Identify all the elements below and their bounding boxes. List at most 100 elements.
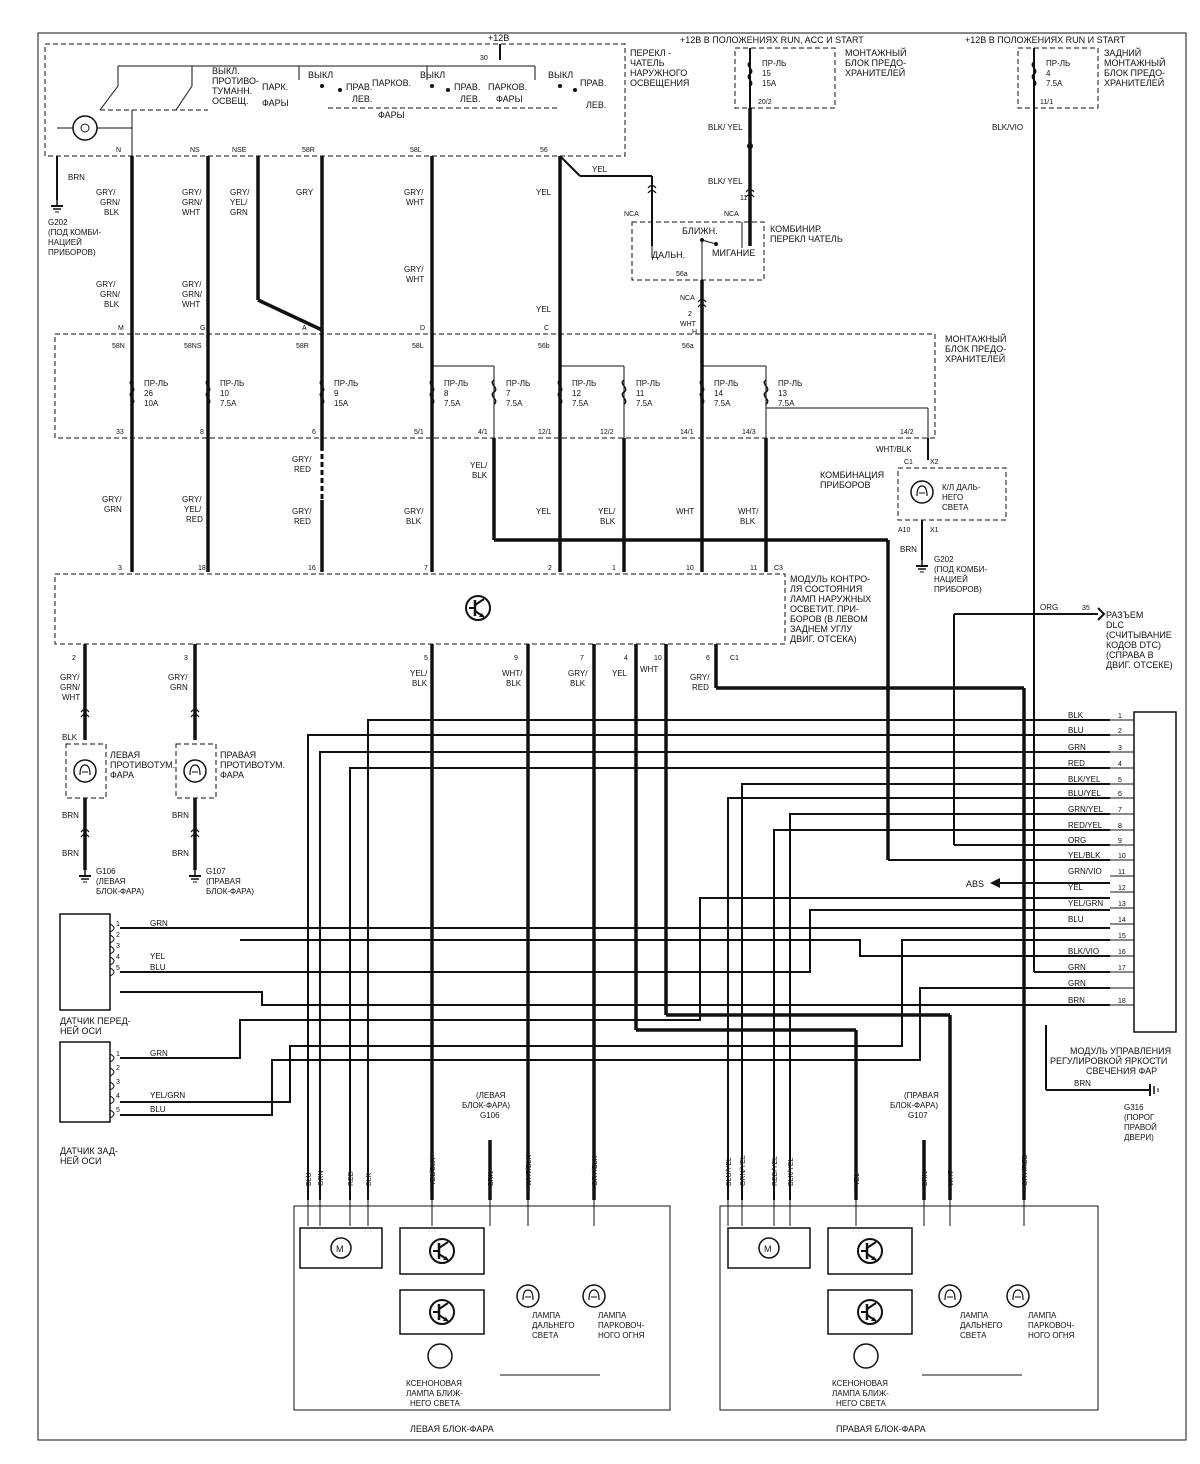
svg-text:ЗАДНИЙ: ЗАДНИЙ xyxy=(1104,47,1141,58)
svg-text:МИГАНИЕ: МИГАНИЕ xyxy=(712,248,755,258)
leveling-pin-number: 4 xyxy=(1118,761,1122,768)
leveling-pin-wire: BLU xyxy=(1068,915,1084,924)
svg-text:GRY/: GRY/ xyxy=(690,673,710,682)
svg-text:WHT: WHT xyxy=(676,507,694,516)
svg-text:10: 10 xyxy=(654,655,662,662)
sensor-pin-number: 5 xyxy=(116,1107,120,1114)
light-switch-title-4: ОСВЕЩЕНИЯ xyxy=(630,78,689,88)
svg-text:2: 2 xyxy=(72,655,76,662)
svg-text:GRY/: GRY/ xyxy=(404,265,424,274)
svg-text:9: 9 xyxy=(334,389,339,398)
sensor-pin-number: 2 xyxy=(116,932,120,939)
svg-text:ВЫКЛ: ВЫКЛ xyxy=(420,70,445,80)
svg-text:СВЕТА: СВЕТА xyxy=(942,503,969,512)
sensor-pin-mark xyxy=(109,1081,115,1091)
svg-text:GRY/: GRY/ xyxy=(404,507,424,516)
leveling-pin-wire: GRN xyxy=(1068,963,1086,972)
svg-text:56b: 56b xyxy=(538,343,550,350)
svg-text:YEL/: YEL/ xyxy=(598,507,616,516)
svg-text:ПРАВОЙ: ПРАВОЙ xyxy=(1124,1123,1157,1132)
svg-text:18: 18 xyxy=(198,565,206,572)
leveling-pin-number: 8 xyxy=(1118,823,1122,830)
svg-text:ДВИГ. ОТСЕКЕ): ДВИГ. ОТСЕКЕ) xyxy=(1106,660,1173,670)
leveling-pin-wire: BLK/VIO xyxy=(1068,947,1099,956)
svg-text:YEL: YEL xyxy=(612,669,628,678)
svg-text:9: 9 xyxy=(514,655,518,662)
svg-text:C1: C1 xyxy=(904,459,913,466)
sensor-pin-number: 1 xyxy=(116,1051,120,1058)
svg-text:RED: RED xyxy=(692,683,709,692)
svg-text:NCA: NCA xyxy=(724,211,739,218)
wire-labels-top: GRY/ GRN/ BLK GRY/ GRN/ WHT GRY/ YEL/ GR… xyxy=(48,165,608,314)
svg-text:10: 10 xyxy=(686,565,694,572)
svg-text:BLK: BLK xyxy=(412,679,428,688)
fog-switch-label-1: ВЫКЛ. xyxy=(212,66,240,76)
sensor-wire-label: GRN xyxy=(150,919,168,928)
leveling-pin-number: 13 xyxy=(1118,901,1126,908)
svg-text:ПРОТИВОТУМ.: ПРОТИВОТУМ. xyxy=(220,760,285,770)
leveling-pin-wire: RED xyxy=(1068,759,1085,768)
svg-text:G: G xyxy=(200,325,205,332)
svg-text:WHT: WHT xyxy=(62,693,80,702)
svg-text:58L: 58L xyxy=(410,147,422,154)
svg-text:СВЕТА: СВЕТА xyxy=(960,1331,987,1340)
svg-text:56a: 56a xyxy=(676,271,688,278)
svg-text:ЛАМПА: ЛАМПА xyxy=(1028,1311,1057,1320)
headlamp-wire-label: RED xyxy=(348,1171,355,1186)
svg-text:15A: 15A xyxy=(334,399,349,408)
svg-text:ДАТЧИК ПЕРЕД-: ДАТЧИК ПЕРЕД- xyxy=(60,1016,131,1026)
headlamp-wire-label: GRY/BLK xyxy=(592,1155,599,1186)
leveling-pin-wire: ORG xyxy=(1068,836,1086,845)
svg-text:ЛЕВ.: ЛЕВ. xyxy=(460,94,480,104)
sensor-wire-label: BLU xyxy=(150,963,166,972)
svg-text:КСЕНОНОВАЯ: КСЕНОНОВАЯ xyxy=(832,1379,888,1388)
svg-text:3: 3 xyxy=(118,565,122,572)
svg-text:GRN/: GRN/ xyxy=(100,290,121,299)
svg-text:GRY/: GRY/ xyxy=(96,188,116,197)
svg-text:ФАРА: ФАРА xyxy=(220,770,244,780)
svg-text:BRN: BRN xyxy=(172,811,189,820)
sensor-pin-number: 4 xyxy=(116,1093,120,1100)
svg-text:МОДУЛЬ УПРАВЛЕНИЯ: МОДУЛЬ УПРАВЛЕНИЯ xyxy=(1070,1046,1171,1056)
leveling-pin-wire: GRN/YEL xyxy=(1068,805,1104,814)
lamp-monitor-module: 3 18 16 7 2 1 10 11 C3 2 3 5 9 7 4 10 6 … xyxy=(54,565,871,662)
svg-text:16: 16 xyxy=(308,565,316,572)
svg-text:X1: X1 xyxy=(930,527,939,534)
svg-text:NCA: NCA xyxy=(624,211,639,218)
svg-text:GRY/: GRY/ xyxy=(182,280,202,289)
svg-text:ПРОТИВОТУМ.: ПРОТИВОТУМ. xyxy=(110,760,175,770)
svg-text:ПРАВ.: ПРАВ. xyxy=(454,82,480,92)
headlamp-wire-label: BLK/YEL xyxy=(788,1157,795,1186)
headlamp-wire-label: WHT xyxy=(948,1169,955,1186)
svg-text:GRY/: GRY/ xyxy=(60,673,80,682)
svg-text:G107: G107 xyxy=(908,1111,928,1120)
svg-text:NS: NS xyxy=(190,147,200,154)
svg-text:C: C xyxy=(544,325,549,332)
svg-text:YEL: YEL xyxy=(536,507,552,516)
svg-text:7.5A: 7.5A xyxy=(220,399,237,408)
sensor-pin-mark xyxy=(109,923,115,933)
leveling-module: 1BLK2BLU3GRN4RED5BLK/YEL6BLU/YEL7GRN/YEL… xyxy=(966,711,1177,1142)
sensor-pin-mark xyxy=(109,967,115,977)
svg-text:ПАРКОВ.: ПАРКОВ. xyxy=(488,82,527,92)
sensor-pin-mark xyxy=(109,945,115,955)
sensor-wire-label: BLU xyxy=(150,1105,166,1114)
svg-text:11: 11 xyxy=(750,565,757,572)
svg-text:СВЕЧЕНИЯ ФАР: СВЕЧЕНИЯ ФАР xyxy=(1086,1066,1157,1076)
svg-text:БЛОК-ФАРА): БЛОК-ФАРА) xyxy=(206,887,254,896)
svg-text:GRY: GRY xyxy=(296,188,314,197)
svg-text:10: 10 xyxy=(220,389,229,398)
leveling-pin-number: 17 xyxy=(1118,965,1126,972)
svg-text:BRN: BRN xyxy=(900,545,917,554)
svg-text:БОРОВ (В ЛЕВОМ: БОРОВ (В ЛЕВОМ xyxy=(790,614,868,624)
svg-text:20/2: 20/2 xyxy=(758,99,772,106)
svg-text:56: 56 xyxy=(540,147,548,154)
svg-text:7.5A: 7.5A xyxy=(1046,79,1063,88)
svg-text:БЛОК-ФАРА): БЛОК-ФАРА) xyxy=(96,887,144,896)
leveling-pin-number: 3 xyxy=(1118,745,1122,752)
svg-text:WHT/: WHT/ xyxy=(502,669,523,678)
svg-text:BLK: BLK xyxy=(104,208,120,217)
svg-text:1: 1 xyxy=(612,565,616,572)
